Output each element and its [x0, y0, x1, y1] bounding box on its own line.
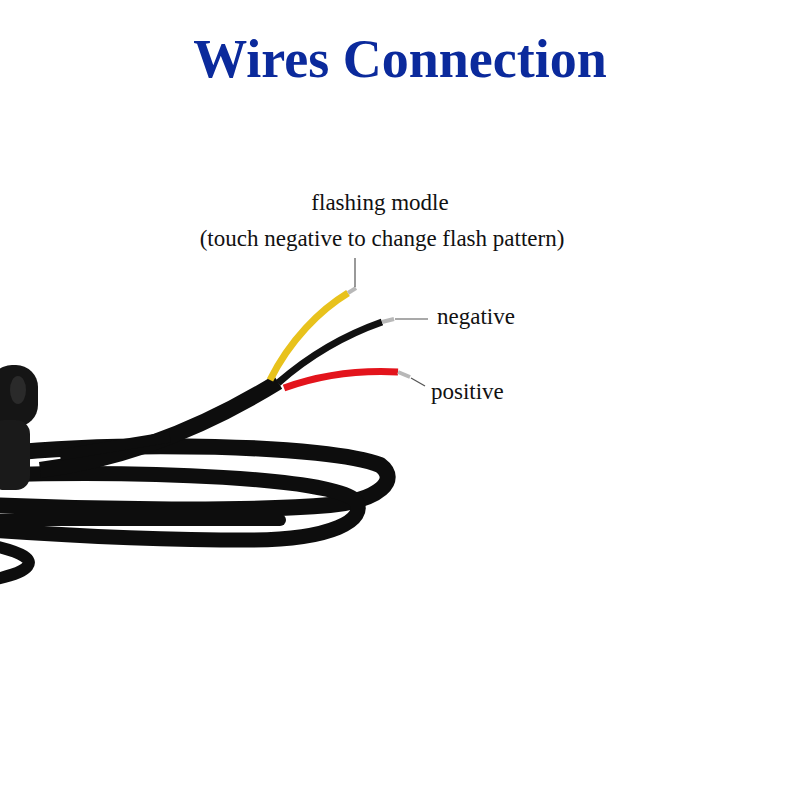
wire-label: negative: [437, 304, 515, 330]
wire-note: (touch negative to change flash pattern): [200, 226, 565, 252]
diagram-title: Wires Connection: [193, 28, 607, 90]
wire-tip: [382, 319, 394, 322]
cable-end: [60, 437, 170, 455]
wire-tip: [398, 372, 410, 377]
wire-label: positive: [431, 379, 504, 405]
leader-line: [355, 258, 428, 386]
cable-jacket: [40, 382, 278, 470]
wire-label: flashing modle: [311, 190, 448, 216]
wire-tip: [348, 288, 356, 293]
plug: [0, 365, 38, 490]
red-wire: [284, 372, 398, 388]
yellow-wire: [270, 293, 348, 380]
